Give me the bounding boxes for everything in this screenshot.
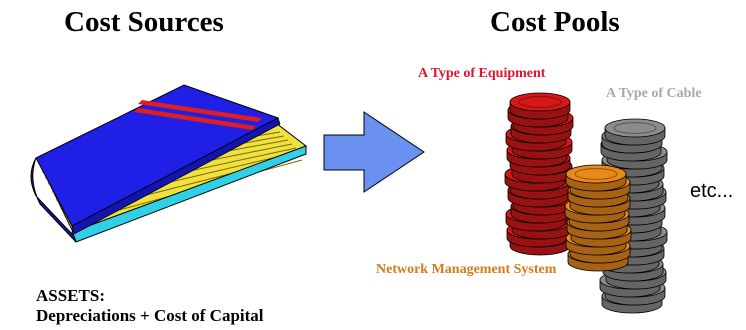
nms-pool-label: Network Management System	[376, 262, 557, 277]
cable-pool-label: A Type of Cable	[606, 86, 702, 101]
red-coin-stack-icon	[504, 92, 574, 256]
coin-ring	[518, 96, 562, 108]
assets-formula: Depreciations + Cost of Capital	[36, 306, 264, 325]
equipment-pool-label: A Type of Equipment	[418, 66, 546, 81]
cost-pools-title: Cost Pools	[490, 6, 620, 38]
assets-heading: ASSETS:	[36, 286, 105, 305]
coin-ring	[613, 122, 657, 134]
etc-label: etc...	[690, 180, 734, 202]
coin-face	[509, 92, 571, 112]
coin-face	[604, 118, 666, 138]
cost-sources-title: Cost Sources	[64, 6, 224, 38]
book-icon	[30, 84, 308, 243]
coin-ring	[574, 168, 618, 180]
right-arrow-icon	[323, 111, 425, 193]
orange-coin-stack-icon	[564, 164, 632, 272]
coin-face	[565, 164, 627, 184]
